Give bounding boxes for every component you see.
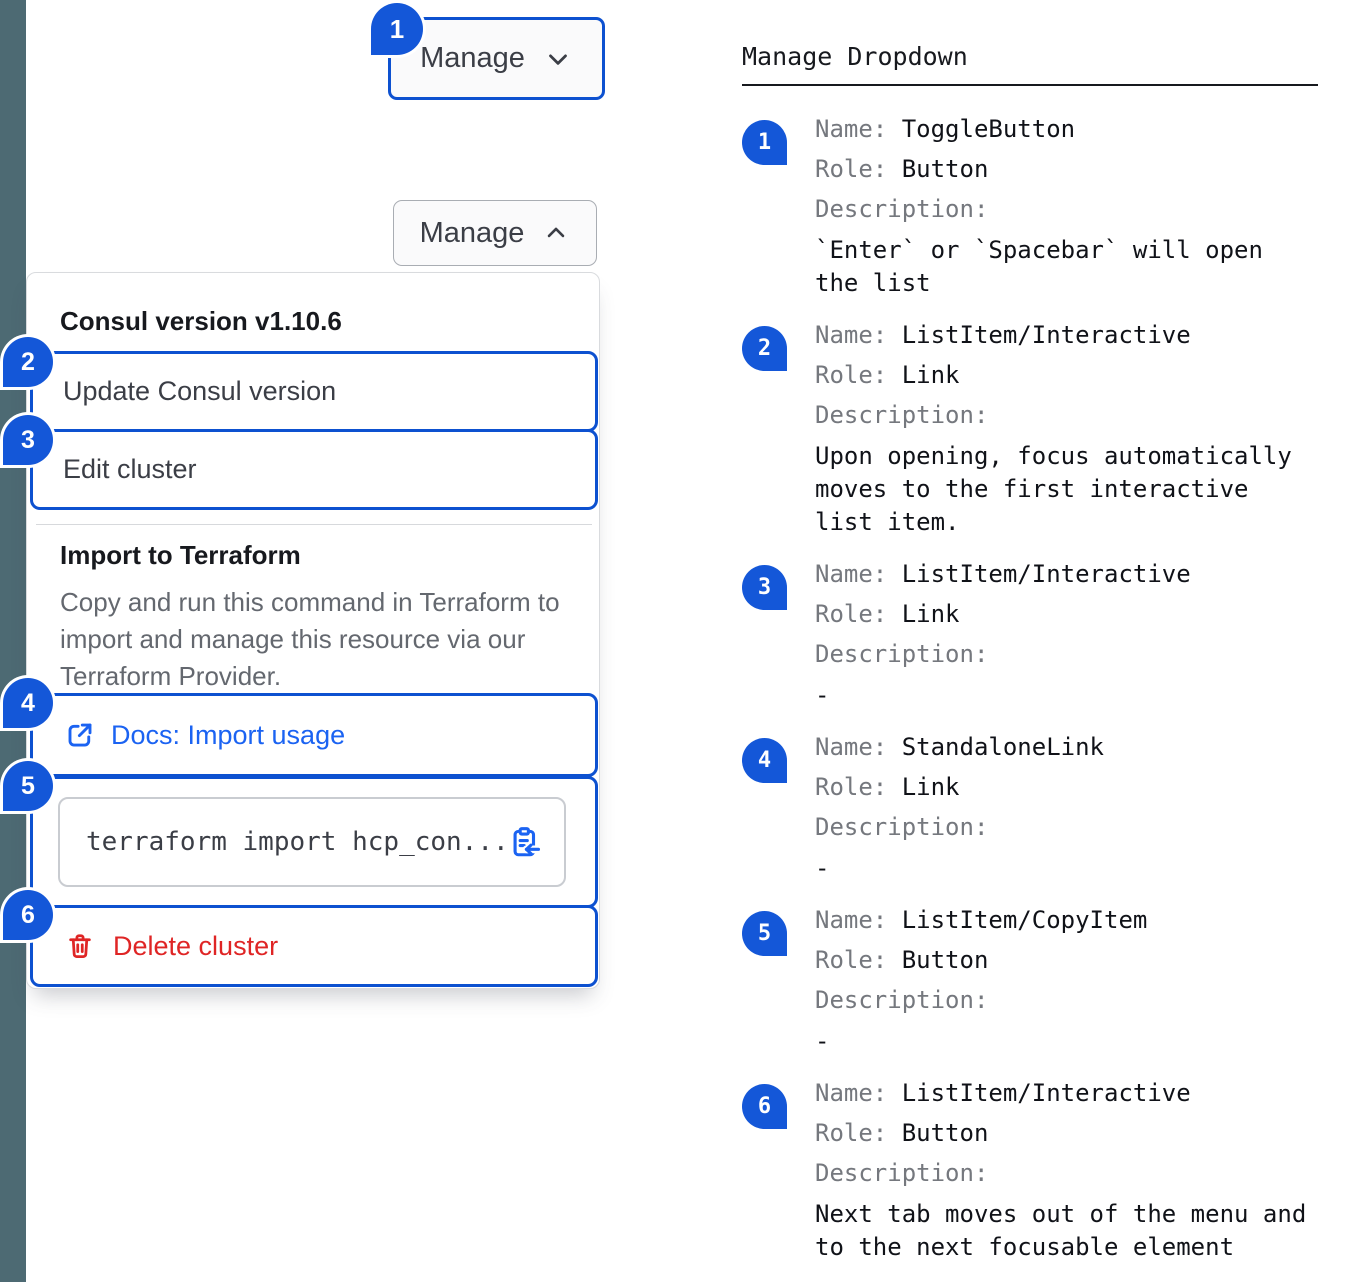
- component-description: Upon opening, focus automatically moves …: [815, 442, 1292, 536]
- left-edge-strip: [0, 0, 26, 1282]
- component-name: ListItem/Interactive: [901, 321, 1191, 349]
- copy-icon[interactable]: [508, 825, 542, 859]
- menu-item-update-consul-version[interactable]: Update Consul version: [30, 351, 598, 432]
- name-label: Name:: [815, 321, 888, 349]
- description-label: Description:: [815, 195, 989, 223]
- terraform-command-text: terraform import hcp_con...: [86, 827, 508, 857]
- menu-item-docs-import-usage-link[interactable]: Docs: Import usage: [30, 693, 598, 777]
- role-label: Role:: [815, 1119, 888, 1147]
- component-description: -: [815, 681, 830, 709]
- role-label: Role:: [815, 946, 888, 974]
- description-label: Description:: [815, 401, 989, 429]
- component-role: Link: [901, 600, 960, 628]
- component-name: StandaloneLink: [901, 733, 1104, 761]
- component-role: Button: [901, 155, 989, 183]
- chevron-up-icon: [542, 219, 570, 247]
- name-label: Name:: [815, 906, 888, 934]
- menu-section-header-import-terraform: Import to Terraform: [60, 540, 301, 570]
- component-name: ListItem/Interactive: [901, 1079, 1191, 1107]
- menu-section-header-consul-version: Consul version v1.10.6: [60, 306, 342, 336]
- menu-item-delete-cluster[interactable]: Delete cluster: [30, 905, 598, 987]
- menu-item-label: Update Consul version: [63, 376, 337, 406]
- component-role: Button: [901, 1119, 989, 1147]
- annotation-item-1: 1 Name: ToggleButton Role: Button Descri…: [742, 114, 1342, 300]
- external-link-icon: [65, 720, 95, 750]
- delete-cluster-label: Delete cluster: [113, 930, 279, 961]
- annotation-item-2: 2 Name: ListItem/Interactive Role: Link …: [742, 320, 1342, 539]
- manage-toggle-label: Manage: [419, 216, 525, 249]
- role-label: Role:: [815, 773, 888, 801]
- menu-item-edit-cluster[interactable]: Edit cluster: [30, 429, 598, 510]
- component-role: Button: [901, 946, 989, 974]
- manage-toggle-label: Manage: [420, 42, 525, 74]
- role-label: Role:: [815, 600, 888, 628]
- annotation-badge-5: 5: [3, 761, 53, 811]
- component-description: Next tab moves out of the menu and to th…: [815, 1200, 1307, 1261]
- trash-icon: [65, 931, 95, 961]
- annotation-number-badge: 6: [742, 1084, 787, 1129]
- annotation-number-badge: 5: [742, 911, 787, 956]
- component-name: ListItem/CopyItem: [901, 906, 1148, 934]
- manage-toggle-button-collapsed[interactable]: Manage: [388, 17, 605, 100]
- component-description: -: [815, 854, 830, 882]
- annotation-number-badge: 1: [742, 120, 787, 165]
- annotation-item-6: 6 Name: ListItem/Interactive Role: Butto…: [742, 1078, 1342, 1264]
- component-name: ToggleButton: [901, 115, 1076, 143]
- copy-command-button[interactable]: terraform import hcp_con...: [58, 797, 566, 887]
- description-label: Description:: [815, 640, 989, 668]
- description-label: Description:: [815, 813, 989, 841]
- annotations-title: Manage Dropdown: [742, 42, 968, 71]
- manage-toggle-button-expanded[interactable]: Manage: [393, 200, 597, 266]
- docs-link-label: Docs: Import usage: [111, 719, 346, 750]
- annotation-number-badge: 3: [742, 565, 787, 610]
- component-role: Link: [901, 361, 960, 389]
- description-label: Description:: [815, 1159, 989, 1187]
- menu-item-label: Edit cluster: [63, 454, 197, 484]
- role-label: Role:: [815, 361, 888, 389]
- annotations-list: 1 Name: ToggleButton Role: Button Descri…: [742, 114, 1342, 1282]
- annotation-badge-3: 3: [3, 415, 53, 465]
- chevron-down-icon: [543, 44, 573, 74]
- component-description: `Enter` or `Spacebar` will open the list: [815, 236, 1263, 297]
- annotation-number-badge: 4: [742, 738, 787, 783]
- annotation-badge-4: 4: [3, 678, 53, 728]
- menu-section-description: Copy and run this command in Terraform t…: [60, 587, 560, 691]
- role-label: Role:: [815, 155, 888, 183]
- name-label: Name:: [815, 733, 888, 761]
- description-label: Description:: [815, 986, 989, 1014]
- name-label: Name:: [815, 115, 888, 143]
- annotation-number-badge: 2: [742, 326, 787, 371]
- name-label: Name:: [815, 560, 888, 588]
- annotation-badge-6: 6: [3, 890, 53, 940]
- component-description: -: [815, 1027, 830, 1055]
- annotation-badge-2: 2: [3, 337, 53, 387]
- annotation-item-4: 4 Name: StandaloneLink Role: Link Descri…: [742, 732, 1342, 885]
- name-label: Name:: [815, 1079, 888, 1107]
- annotation-item-5: 5 Name: ListItem/CopyItem Role: Button D…: [742, 905, 1342, 1058]
- component-role: Link: [901, 773, 960, 801]
- component-name: ListItem/Interactive: [901, 560, 1191, 588]
- menu-divider: [36, 524, 592, 525]
- annotation-badge-1: 1: [371, 3, 423, 55]
- annotations-title-underline: [742, 84, 1318, 86]
- annotation-item-3: 3 Name: ListItem/Interactive Role: Link …: [742, 559, 1342, 712]
